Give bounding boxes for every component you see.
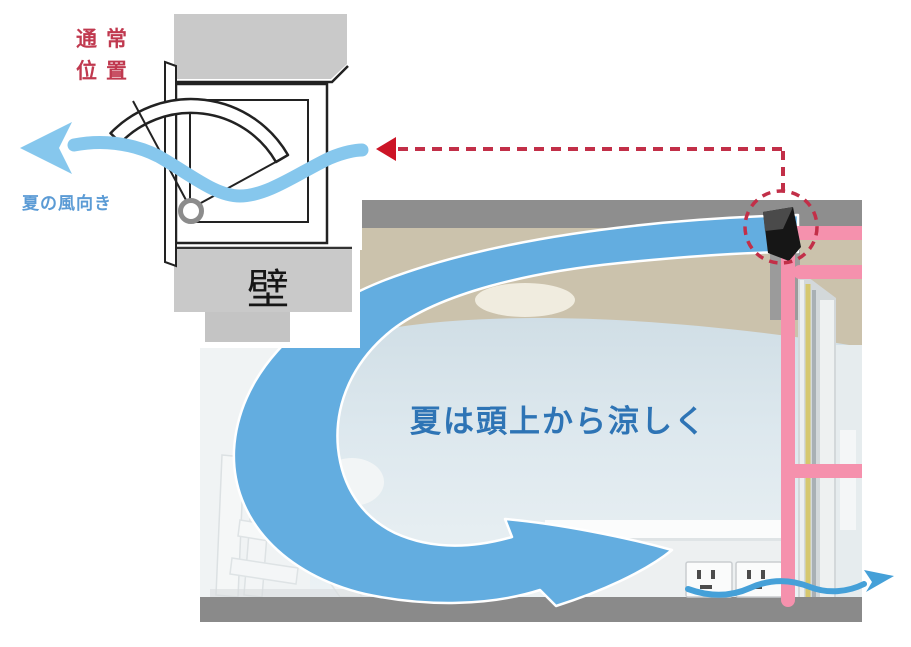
pivot-circle [178, 198, 204, 224]
inset-stream-arrowhead-icon [20, 122, 72, 174]
wall-block-extension [205, 312, 290, 342]
normal-position-label: 通常 位置 [76, 24, 136, 87]
inset-stream [67, 136, 369, 203]
duct-top-line [174, 65, 349, 84]
ceiling-vent [763, 207, 801, 261]
furniture-shadow [210, 589, 390, 598]
vent-top-facet [763, 207, 793, 231]
wall-block-top [174, 14, 347, 79]
counter-edge [545, 538, 795, 541]
room-caption: 夏は頭上から涼しく [410, 404, 707, 439]
louver-line-right [198, 157, 284, 205]
normal-position-line2: 位置 [76, 59, 136, 83]
floor-stream [685, 578, 867, 598]
adjacent-pillar [840, 430, 856, 530]
dashed-arrowhead-left-icon [376, 137, 396, 161]
wall-label: 壁 [246, 266, 289, 313]
ladder-rung [229, 557, 299, 585]
floor-band [200, 597, 862, 622]
normal-position-line1: 通常 [76, 28, 136, 51]
floor-stream-arrowhead [864, 570, 894, 592]
wall-block-bottom [174, 250, 352, 312]
pipes [781, 217, 862, 607]
annotation-red-dashed [376, 137, 819, 265]
vent-detail-inset [0, 0, 369, 348]
summer-wind-direction-label: 夏の風向き [22, 194, 112, 213]
ceiling-light [475, 283, 575, 317]
room-illustration [200, 200, 862, 622]
vent-highlight-circle [743, 189, 819, 265]
floor-airflow [685, 570, 894, 598]
